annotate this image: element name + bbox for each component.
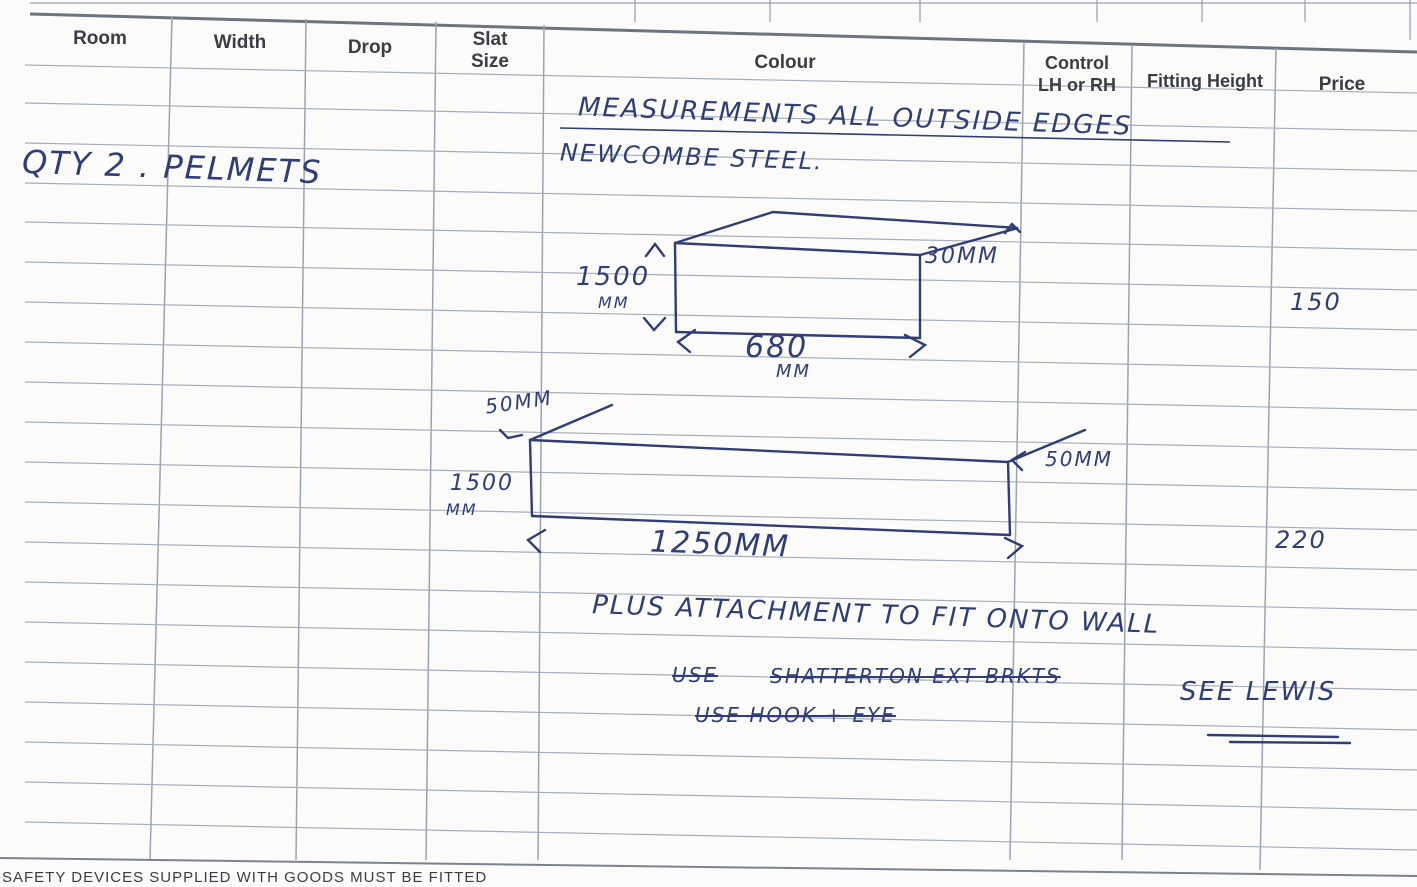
drawing1-width: 680 [745, 330, 809, 365]
row-line [24, 661, 1417, 691]
row-line [24, 421, 1417, 451]
drawing1-depth: 30MM [925, 244, 999, 269]
row-line [24, 142, 1417, 172]
struck-note-use: USE [672, 663, 718, 687]
row-line [24, 621, 1417, 651]
row-line [24, 261, 1417, 291]
header-price: Price [1318, 74, 1366, 95]
row-line [24, 221, 1417, 251]
see-lewis-note: SEE LEWIS [1180, 677, 1337, 707]
drawing1-width-unit: MM [776, 361, 812, 382]
row-line [24, 581, 1417, 611]
footer-safety-text: SAFETY DEVICES SUPPLIED WITH GOODS MUST … [2, 869, 488, 886]
row-line [24, 102, 1417, 132]
header-slat-size: Slat Size [470, 29, 510, 72]
row-line [24, 64, 1417, 94]
row-line [24, 341, 1417, 371]
header-fitting-height: Fitting Height [1147, 71, 1263, 91]
drawing1-height-unit: MM [598, 293, 630, 312]
header-colour: Colour [754, 52, 816, 73]
row-line [24, 301, 1417, 331]
row-line [24, 381, 1417, 411]
pelmet-drawing-1 [642, 210, 1022, 359]
header-drop: Drop [347, 37, 393, 58]
header-control: Control LH or RH [1038, 53, 1116, 95]
price-item2: 220 [1275, 526, 1327, 554]
row-line [24, 821, 1417, 851]
row-line [24, 741, 1417, 771]
pelmet-drawing-2 [498, 403, 1087, 560]
drawing1-height: 1500 [576, 262, 651, 292]
header-width: Width [213, 32, 267, 53]
struck-note-hook: USE HOOK + EYE [695, 703, 896, 727]
row-line [24, 461, 1417, 491]
drawing2-width: 1250MM [649, 524, 791, 565]
row-line [24, 701, 1417, 731]
drawing2-depth-right: 50MM [1045, 447, 1113, 471]
price-item1: 150 [1290, 288, 1342, 316]
row-line [24, 541, 1417, 571]
drawing2-height-unit: MM [446, 500, 478, 519]
header-room: Room [73, 28, 127, 49]
struck-note-brackets: SHATTERTON EXT BRKTS [770, 664, 1061, 688]
row-line [24, 501, 1417, 531]
row-line [24, 182, 1417, 212]
drawing2-height: 1500 [450, 471, 514, 496]
row-line [24, 781, 1417, 811]
